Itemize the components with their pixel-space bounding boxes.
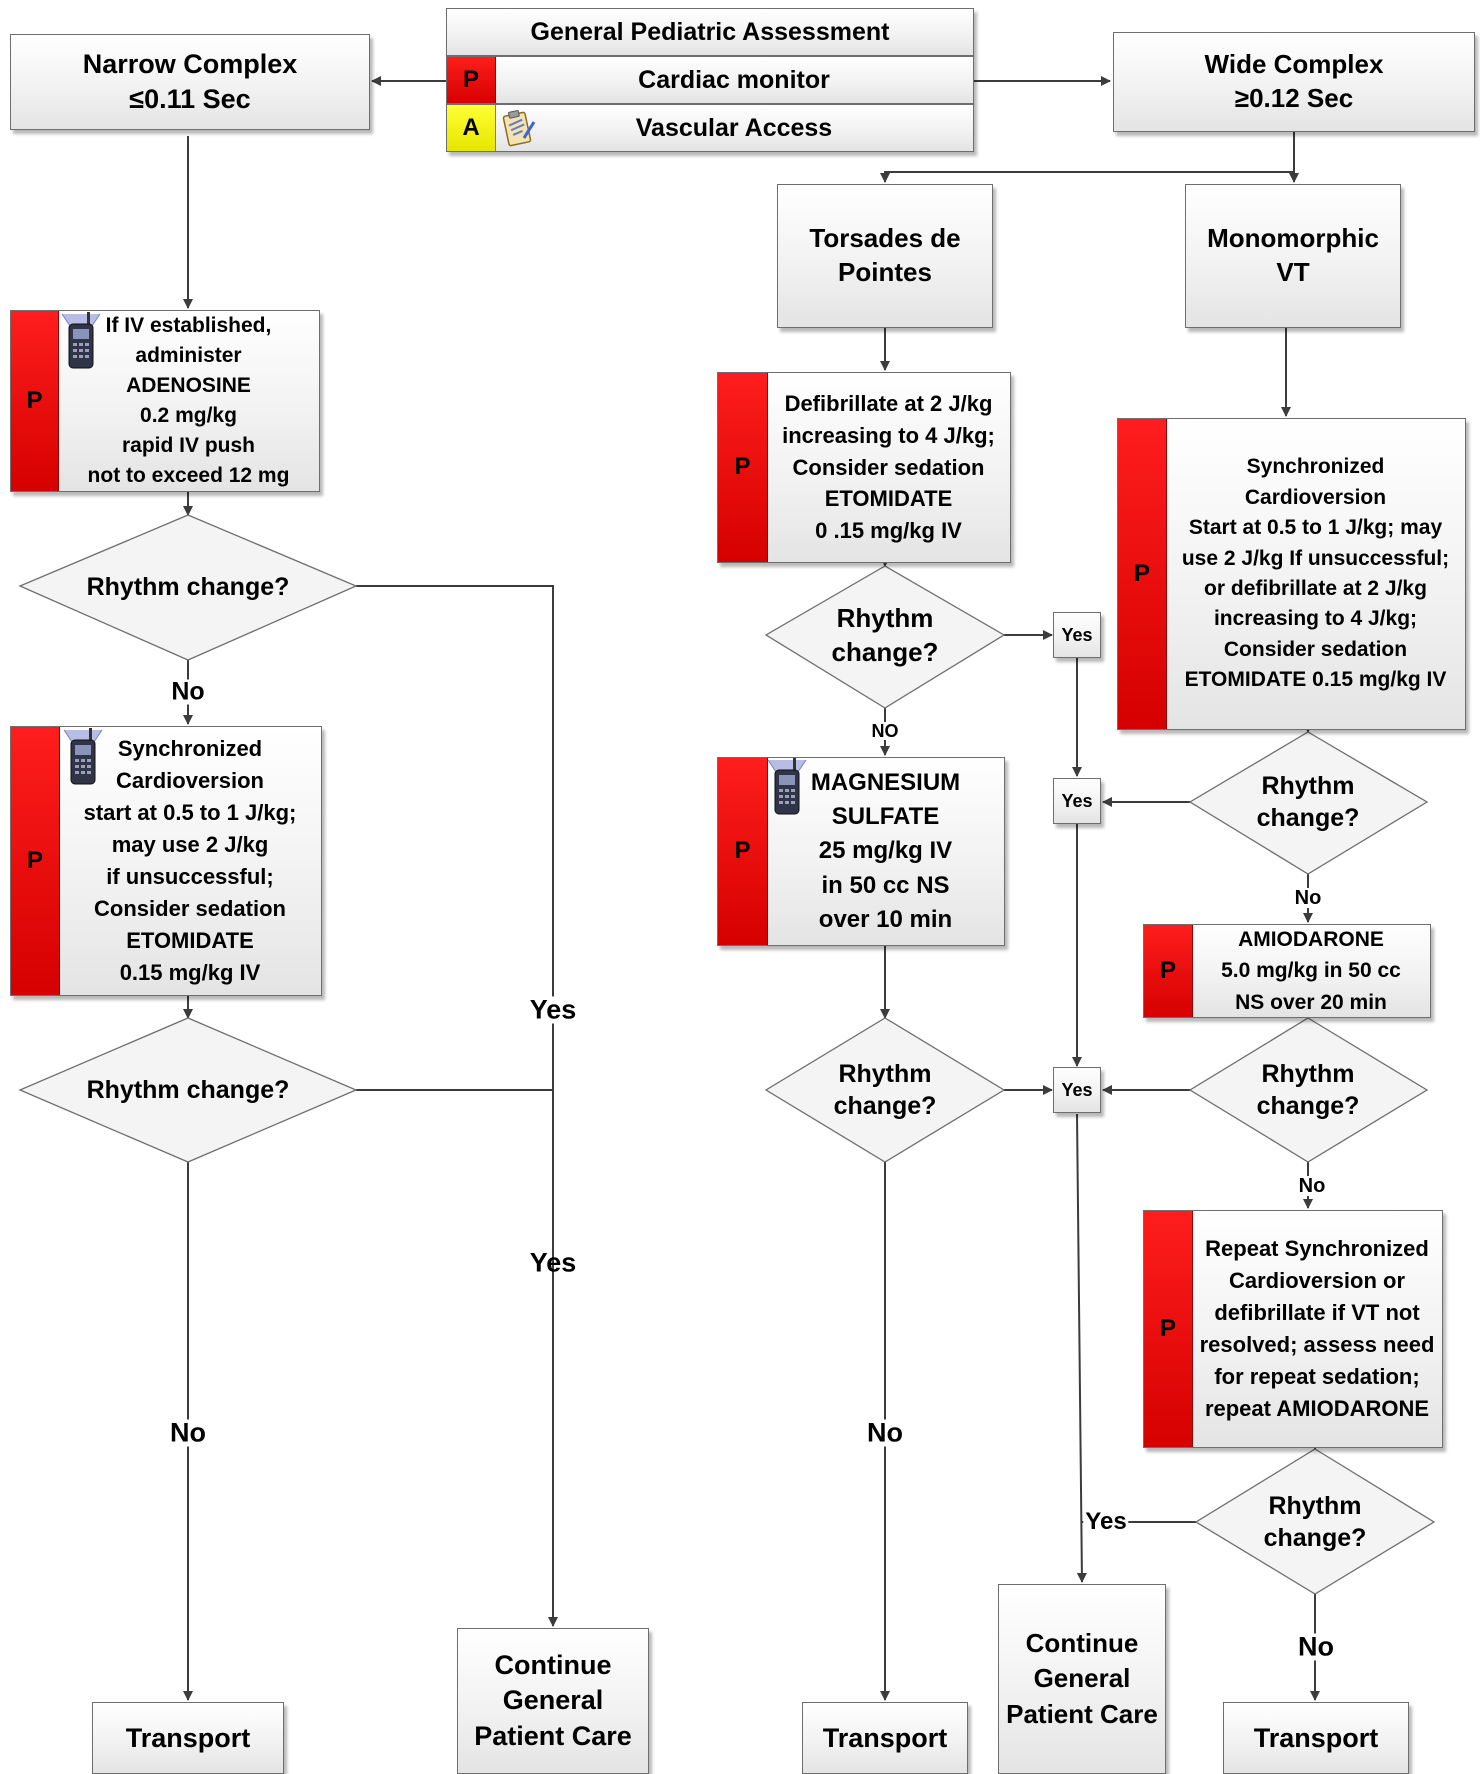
adenosine-badge: P — [11, 311, 59, 491]
monomorphic-header: Monomorphic VT — [1185, 184, 1401, 328]
torsades-defib-box: P Defibrillate at 2 J/kg increasing to 4… — [717, 372, 1011, 563]
repeat-cardioversion-badge: P — [1144, 1211, 1193, 1447]
torsades-decision1-shape — [764, 565, 1006, 709]
torsades-yes-1-label: Yes — [1061, 624, 1093, 645]
magnesium-badge: P — [718, 758, 768, 945]
narrow-continue-care-box: Continue General Patient Care — [457, 1628, 649, 1774]
narrow-decision-2-no-label: No — [168, 1417, 208, 1448]
radio-icon — [767, 758, 807, 815]
torsades-decision-2-no-label: No — [865, 1417, 905, 1448]
mono-decision-2-no-label: No — [1296, 1175, 1328, 1197]
torsades-defib-badge: P — [718, 373, 768, 562]
mono-transport-box: Transport — [1223, 1702, 1409, 1774]
narrow-decision-1: Rhythm change? — [86, 572, 290, 601]
narrow-cardioversion-badge: P — [11, 727, 60, 995]
narrow-complex-label: Narrow Complex ≤0.11 Sec — [82, 48, 298, 114]
mono-yes-3-label: Yes — [1061, 1079, 1093, 1100]
narrow-cardioversion-text: Synchronized Cardioversion start at 0.5 … — [83, 736, 297, 985]
cardiac-monitor-label: Cardiac monitor — [638, 65, 830, 94]
narrow-complex-header: Narrow Complex ≤0.11 Sec — [10, 34, 370, 130]
mono-decision-3-yes-label: Yes — [1083, 1508, 1129, 1535]
mono-decision3-shape — [1194, 1448, 1436, 1595]
mono-cardioversion-box: P Synchronized Cardioversion Start at 0.… — [1117, 418, 1466, 730]
general-assessment-label: General Pediatric Assessment — [530, 17, 890, 46]
narrow-decision2-shape — [18, 1017, 358, 1163]
cardiac-monitor-row: P Cardiac monitor — [446, 56, 974, 104]
monomorphic-label: Monomorphic VT — [1207, 223, 1379, 287]
mono-decision2-shape — [1188, 1017, 1429, 1163]
amiodarone-badge: P — [1144, 925, 1193, 1017]
torsades-defib-text: Defibrillate at 2 J/kg increasing to 4 J… — [782, 390, 995, 544]
torsades-decision2-shape — [764, 1017, 1006, 1163]
vascular-access-label: Vascular Access — [635, 113, 833, 142]
wide-complex-header: Wide Complex ≥0.12 Sec — [1113, 32, 1475, 132]
connector-yes-bus — [356, 585, 558, 1627]
mono-continue-care-label: Continue General Patient Care — [1006, 1628, 1158, 1729]
amiodarone-text: AMIODARONE 5.0 mg/kg in 50 cc NS over 20… — [1221, 927, 1401, 1014]
general-assessment-header: General Pediatric Assessment — [446, 8, 974, 56]
mono-cardioversion-badge: P — [1118, 419, 1167, 729]
narrow-transport-box: Transport — [92, 1702, 284, 1774]
adenosine-text: If IV established, administer ADENOSINE … — [87, 313, 290, 488]
narrow-cardioversion-box: P Synchronized Cardioversion start at 0.… — [10, 726, 322, 996]
torsades-yes-1: Yes — [1053, 612, 1101, 658]
radio-icon — [61, 312, 101, 369]
narrow-decision-1-no-label: No — [169, 677, 207, 706]
vascular-access-badge: A — [447, 105, 496, 151]
torsades-header: Torsades de Pointes — [777, 184, 993, 328]
vascular-access-row: A Vascular Access — [446, 104, 974, 152]
mono-decision1-shape — [1188, 731, 1429, 875]
torsades-decision-1: Rhythm change? — [831, 603, 939, 667]
repeat-cardioversion-text: Repeat Synchronized Cardioversion or def… — [1199, 1236, 1435, 1421]
mono-continue-care-box: Continue General Patient Care — [998, 1584, 1166, 1774]
narrow-yes-label-1: Yes — [527, 994, 579, 1025]
radio-icon — [63, 728, 103, 785]
mono-decision-3: Rhythm change? — [1263, 1491, 1367, 1553]
magnesium-box: P MAGNESIUM SULFATE 25 mg/kg IV in 50 cc… — [717, 757, 1005, 946]
torsades-decision-2: Rhythm change? — [833, 1059, 937, 1121]
magnesium-text: MAGNESIUM SULFATE 25 mg/kg IV in 50 cc N… — [810, 769, 961, 933]
torsades-label: Torsades de Pointes — [809, 223, 961, 287]
torsades-decision-1-no-label: NO — [869, 721, 901, 741]
mono-decision-2: Rhythm change? — [1256, 1059, 1360, 1121]
repeat-cardioversion-box: P Repeat Synchronized Cardioversion or d… — [1143, 1210, 1443, 1448]
mono-transport-label: Transport — [1253, 1722, 1379, 1753]
narrow-decision-2: Rhythm change? — [86, 1075, 290, 1104]
cardiac-monitor-badge: P — [447, 57, 496, 103]
narrow-yes-label-2: Yes — [529, 1247, 577, 1278]
mono-decision-3-no-label: No — [1296, 1631, 1336, 1662]
connector-yes3-to-continue — [1076, 1113, 1087, 1583]
mono-yes-2: Yes — [1053, 778, 1101, 824]
mono-yes-2-label: Yes — [1061, 790, 1093, 811]
narrow-decision1-shape — [18, 514, 358, 661]
mono-yes-3: Yes — [1053, 1067, 1101, 1113]
clipboard-icon — [502, 110, 536, 147]
connector-split — [880, 171, 1294, 183]
amiodarone-box: P AMIODARONE 5.0 mg/kg in 50 cc NS over … — [1143, 924, 1431, 1018]
adenosine-box: P If IV established, administer ADENOSIN… — [10, 310, 320, 492]
narrow-continue-care-label: Continue General Patient Care — [474, 1650, 632, 1751]
mono-cardioversion-text: Synchronized Cardioversion Start at 0.5 … — [1181, 455, 1450, 692]
narrow-transport-label: Transport — [125, 1722, 251, 1753]
torsades-transport-label: Transport — [822, 1722, 948, 1753]
wide-complex-label: Wide Complex ≥0.12 Sec — [1204, 49, 1384, 113]
mono-decision-1: Rhythm change? — [1256, 771, 1360, 833]
torsades-transport-box: Transport — [802, 1702, 968, 1774]
mono-decision-1-no-label: No — [1292, 887, 1324, 909]
